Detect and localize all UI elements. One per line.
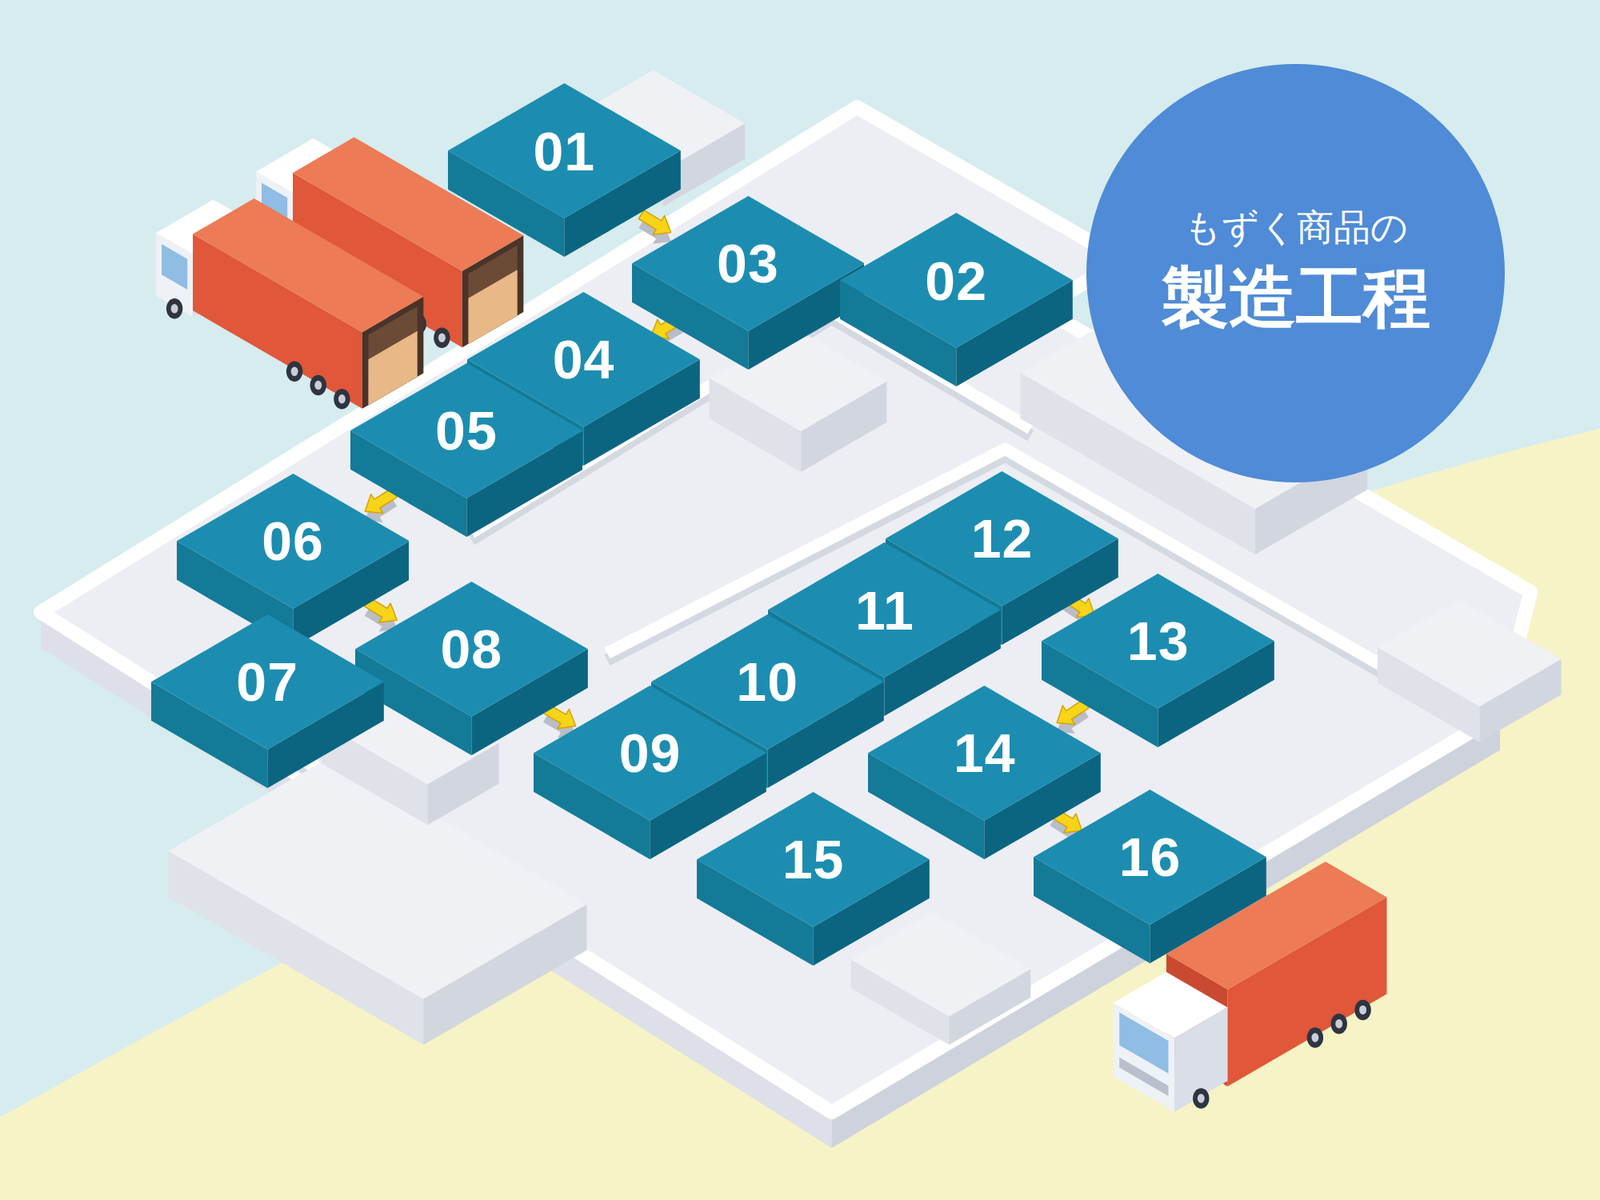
cargo-opening xyxy=(468,244,517,344)
process-box-face xyxy=(696,792,930,928)
process-box: 09 xyxy=(533,685,767,860)
process-box-face xyxy=(151,614,384,750)
truck-wheel xyxy=(333,388,350,410)
cab-grille xyxy=(1119,1057,1168,1096)
cab-window xyxy=(161,244,188,290)
process-box: 02 xyxy=(840,212,1073,387)
truck-wheel xyxy=(338,394,346,404)
step-number: 03 xyxy=(716,236,780,291)
process-box: 16 xyxy=(1033,789,1267,964)
step-number: 06 xyxy=(261,513,324,568)
cargo-boxes xyxy=(368,331,417,406)
truck-wheel xyxy=(1335,1019,1343,1028)
truck-wheel xyxy=(1192,1088,1209,1109)
process-box: 14 xyxy=(868,685,1101,860)
step-number: 02 xyxy=(924,253,988,308)
step-number: 10 xyxy=(736,654,799,709)
process-box-face xyxy=(355,581,588,717)
process-box-face xyxy=(350,363,584,499)
flow-arrow xyxy=(638,210,671,244)
step-number: 08 xyxy=(440,621,503,676)
title-subtitle: もずく商品の xyxy=(1184,205,1408,250)
step-number: 04 xyxy=(552,332,616,387)
process-box-face xyxy=(840,212,1073,348)
truck-wheel xyxy=(171,304,179,313)
process-box-face xyxy=(868,685,1101,821)
step-number: 14 xyxy=(953,725,1016,780)
process-box: 07 xyxy=(151,614,384,788)
truck-wheel xyxy=(314,380,322,390)
truck-wheel xyxy=(1197,1093,1205,1103)
truck-wheel xyxy=(1311,1032,1319,1042)
process-box: 06 xyxy=(176,473,410,648)
process-box: 01 xyxy=(448,83,681,257)
process-box-face xyxy=(1041,573,1275,709)
cargo-boxes xyxy=(468,269,517,344)
step-number: 09 xyxy=(619,725,682,780)
arrow-shadow xyxy=(638,219,671,244)
step-number: 15 xyxy=(782,832,845,887)
process-box-face xyxy=(176,473,410,609)
flow-arrow-head xyxy=(638,210,671,236)
truck-container xyxy=(192,198,424,332)
truck-wheel xyxy=(310,375,327,396)
flow-arrow xyxy=(364,597,397,632)
storage-block xyxy=(1377,600,1562,707)
step-number: 11 xyxy=(855,583,915,638)
process-box: 13 xyxy=(1041,573,1275,748)
process-box: 05 xyxy=(350,363,584,537)
step-number: 01 xyxy=(533,124,596,179)
title-heading: 製造工程 xyxy=(1161,254,1431,342)
step-number: 13 xyxy=(1127,613,1190,668)
cargo-opening xyxy=(368,306,417,406)
step-number: 16 xyxy=(1119,829,1182,884)
truck-wheel xyxy=(438,332,446,342)
flow-arrow xyxy=(1056,699,1089,734)
truck-wheel xyxy=(1331,1013,1348,1035)
truck-wheel xyxy=(1307,1027,1324,1048)
process-box: 08 xyxy=(355,581,588,756)
arrow-shadow xyxy=(1056,708,1089,734)
process-box-face xyxy=(448,83,681,219)
title-circle: もずく商品の製造工程 xyxy=(1086,64,1505,483)
truck-wheel xyxy=(1354,1000,1371,1021)
step-number: 05 xyxy=(435,403,498,458)
truck-wheel xyxy=(433,327,450,348)
step-number: 07 xyxy=(236,654,299,709)
step-number: 12 xyxy=(971,511,1034,566)
truck-wheel xyxy=(286,361,303,383)
process-box-face xyxy=(1033,789,1267,925)
process-box-face xyxy=(885,471,1119,607)
truck-wheel xyxy=(166,298,183,320)
truck-wheel xyxy=(291,367,299,376)
process-box-face xyxy=(632,196,865,332)
process-box: 15 xyxy=(696,792,930,966)
truck-wheel xyxy=(1359,1005,1367,1015)
